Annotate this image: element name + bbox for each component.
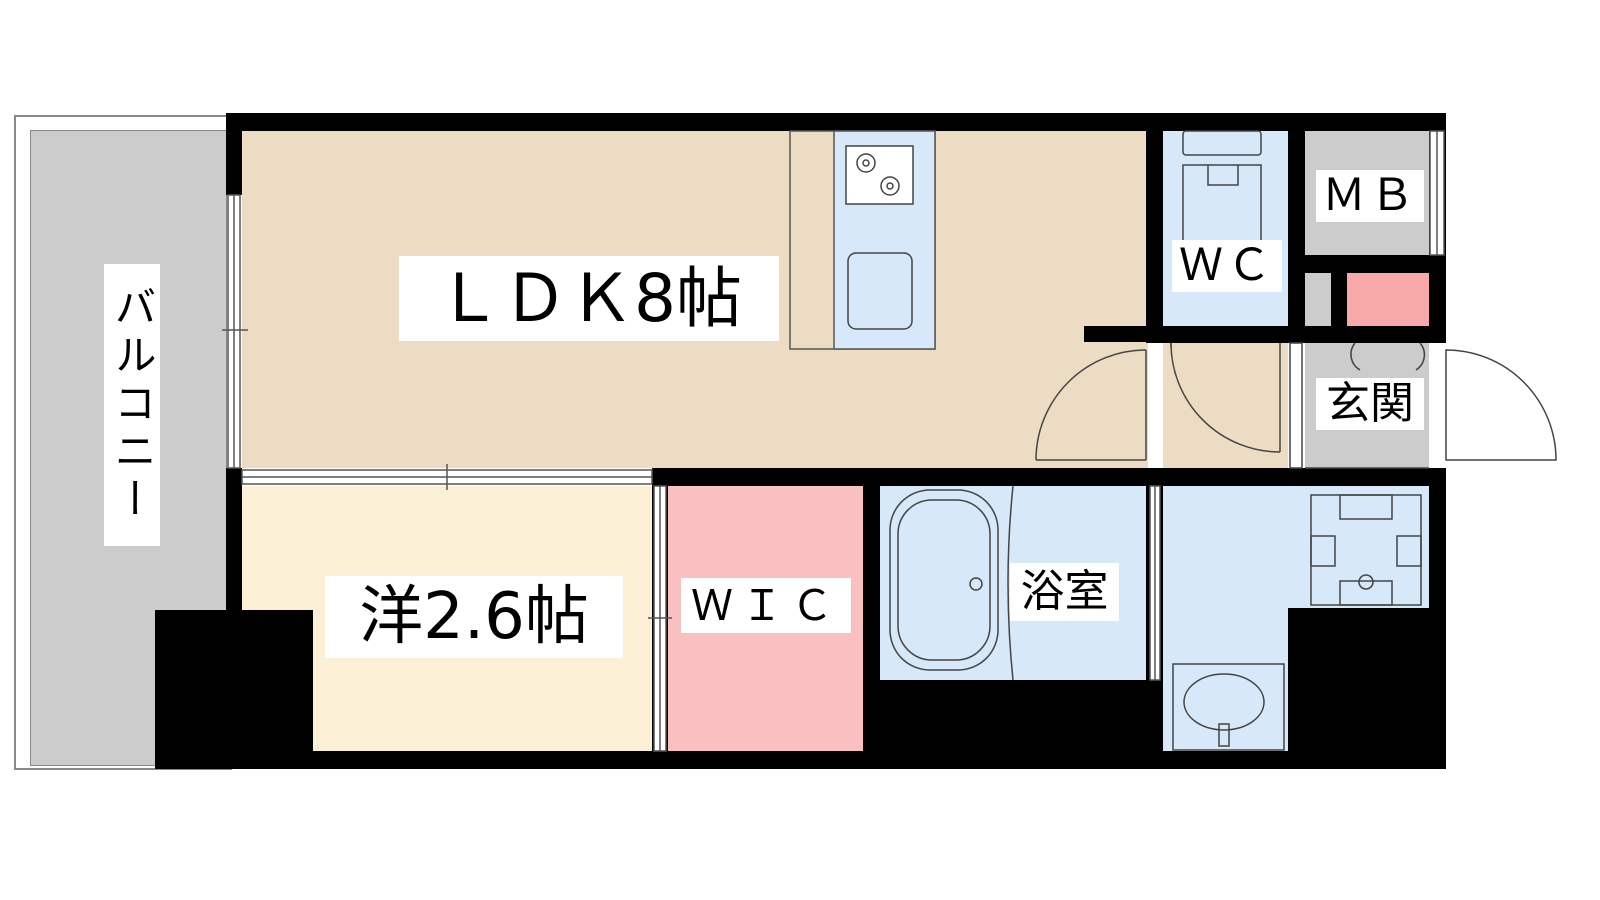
wall-bottom [155,751,1446,769]
wc-door [1170,342,1281,453]
wall-wc-left [1146,113,1163,343]
wall-left-upper [226,113,242,195]
wc-floor [1163,131,1288,326]
sliding-door-ldk [241,464,653,490]
wall-washroom-block [1288,608,1446,769]
wall-kitchen-stub [1084,326,1163,342]
wc-label: ＷＣ [1172,240,1282,292]
wall-mb-divider [1331,273,1347,326]
ldk-label: ＬＤＫ8帖 [399,256,779,341]
shoe-box [1347,273,1429,326]
wall-top [226,113,1446,131]
sink-icon [847,252,913,330]
balcony-label: バルコニー [104,264,160,546]
wall-wc-bottom [1163,326,1446,343]
entrance-step [1289,342,1429,469]
hall-door [1035,349,1147,461]
wall-pillar [155,610,313,769]
bathroom-label: 浴室 [1010,563,1119,621]
sliding-door-wic [648,485,672,752]
sliding-door-bath [1149,485,1161,681]
stove-icon [845,145,914,205]
wall-bath-bottom [880,680,1163,751]
mb-label: ＭＢ [1316,170,1424,222]
window-left [222,194,248,469]
bathtub-icon [889,485,1014,681]
wall-wc-right [1288,113,1305,343]
window-right [1429,130,1445,256]
washing-machine-pan-icon [1310,494,1422,606]
entrance-door [1445,349,1557,461]
entrance-label: 玄関 [1316,378,1424,430]
wall-mid-horizontal [652,468,1446,486]
wall-wic-right [863,486,880,751]
western-room-label: 洋2.6帖 [325,576,623,658]
wall-left-lower [226,468,242,610]
washroom-floor [1163,486,1429,608]
hallway-floor [1163,343,1288,468]
wall-mb-bottom [1288,255,1446,273]
washbasin-icon [1172,663,1285,751]
wic-label: ＷＩＣ [681,578,851,633]
mb-inner [1305,273,1331,326]
